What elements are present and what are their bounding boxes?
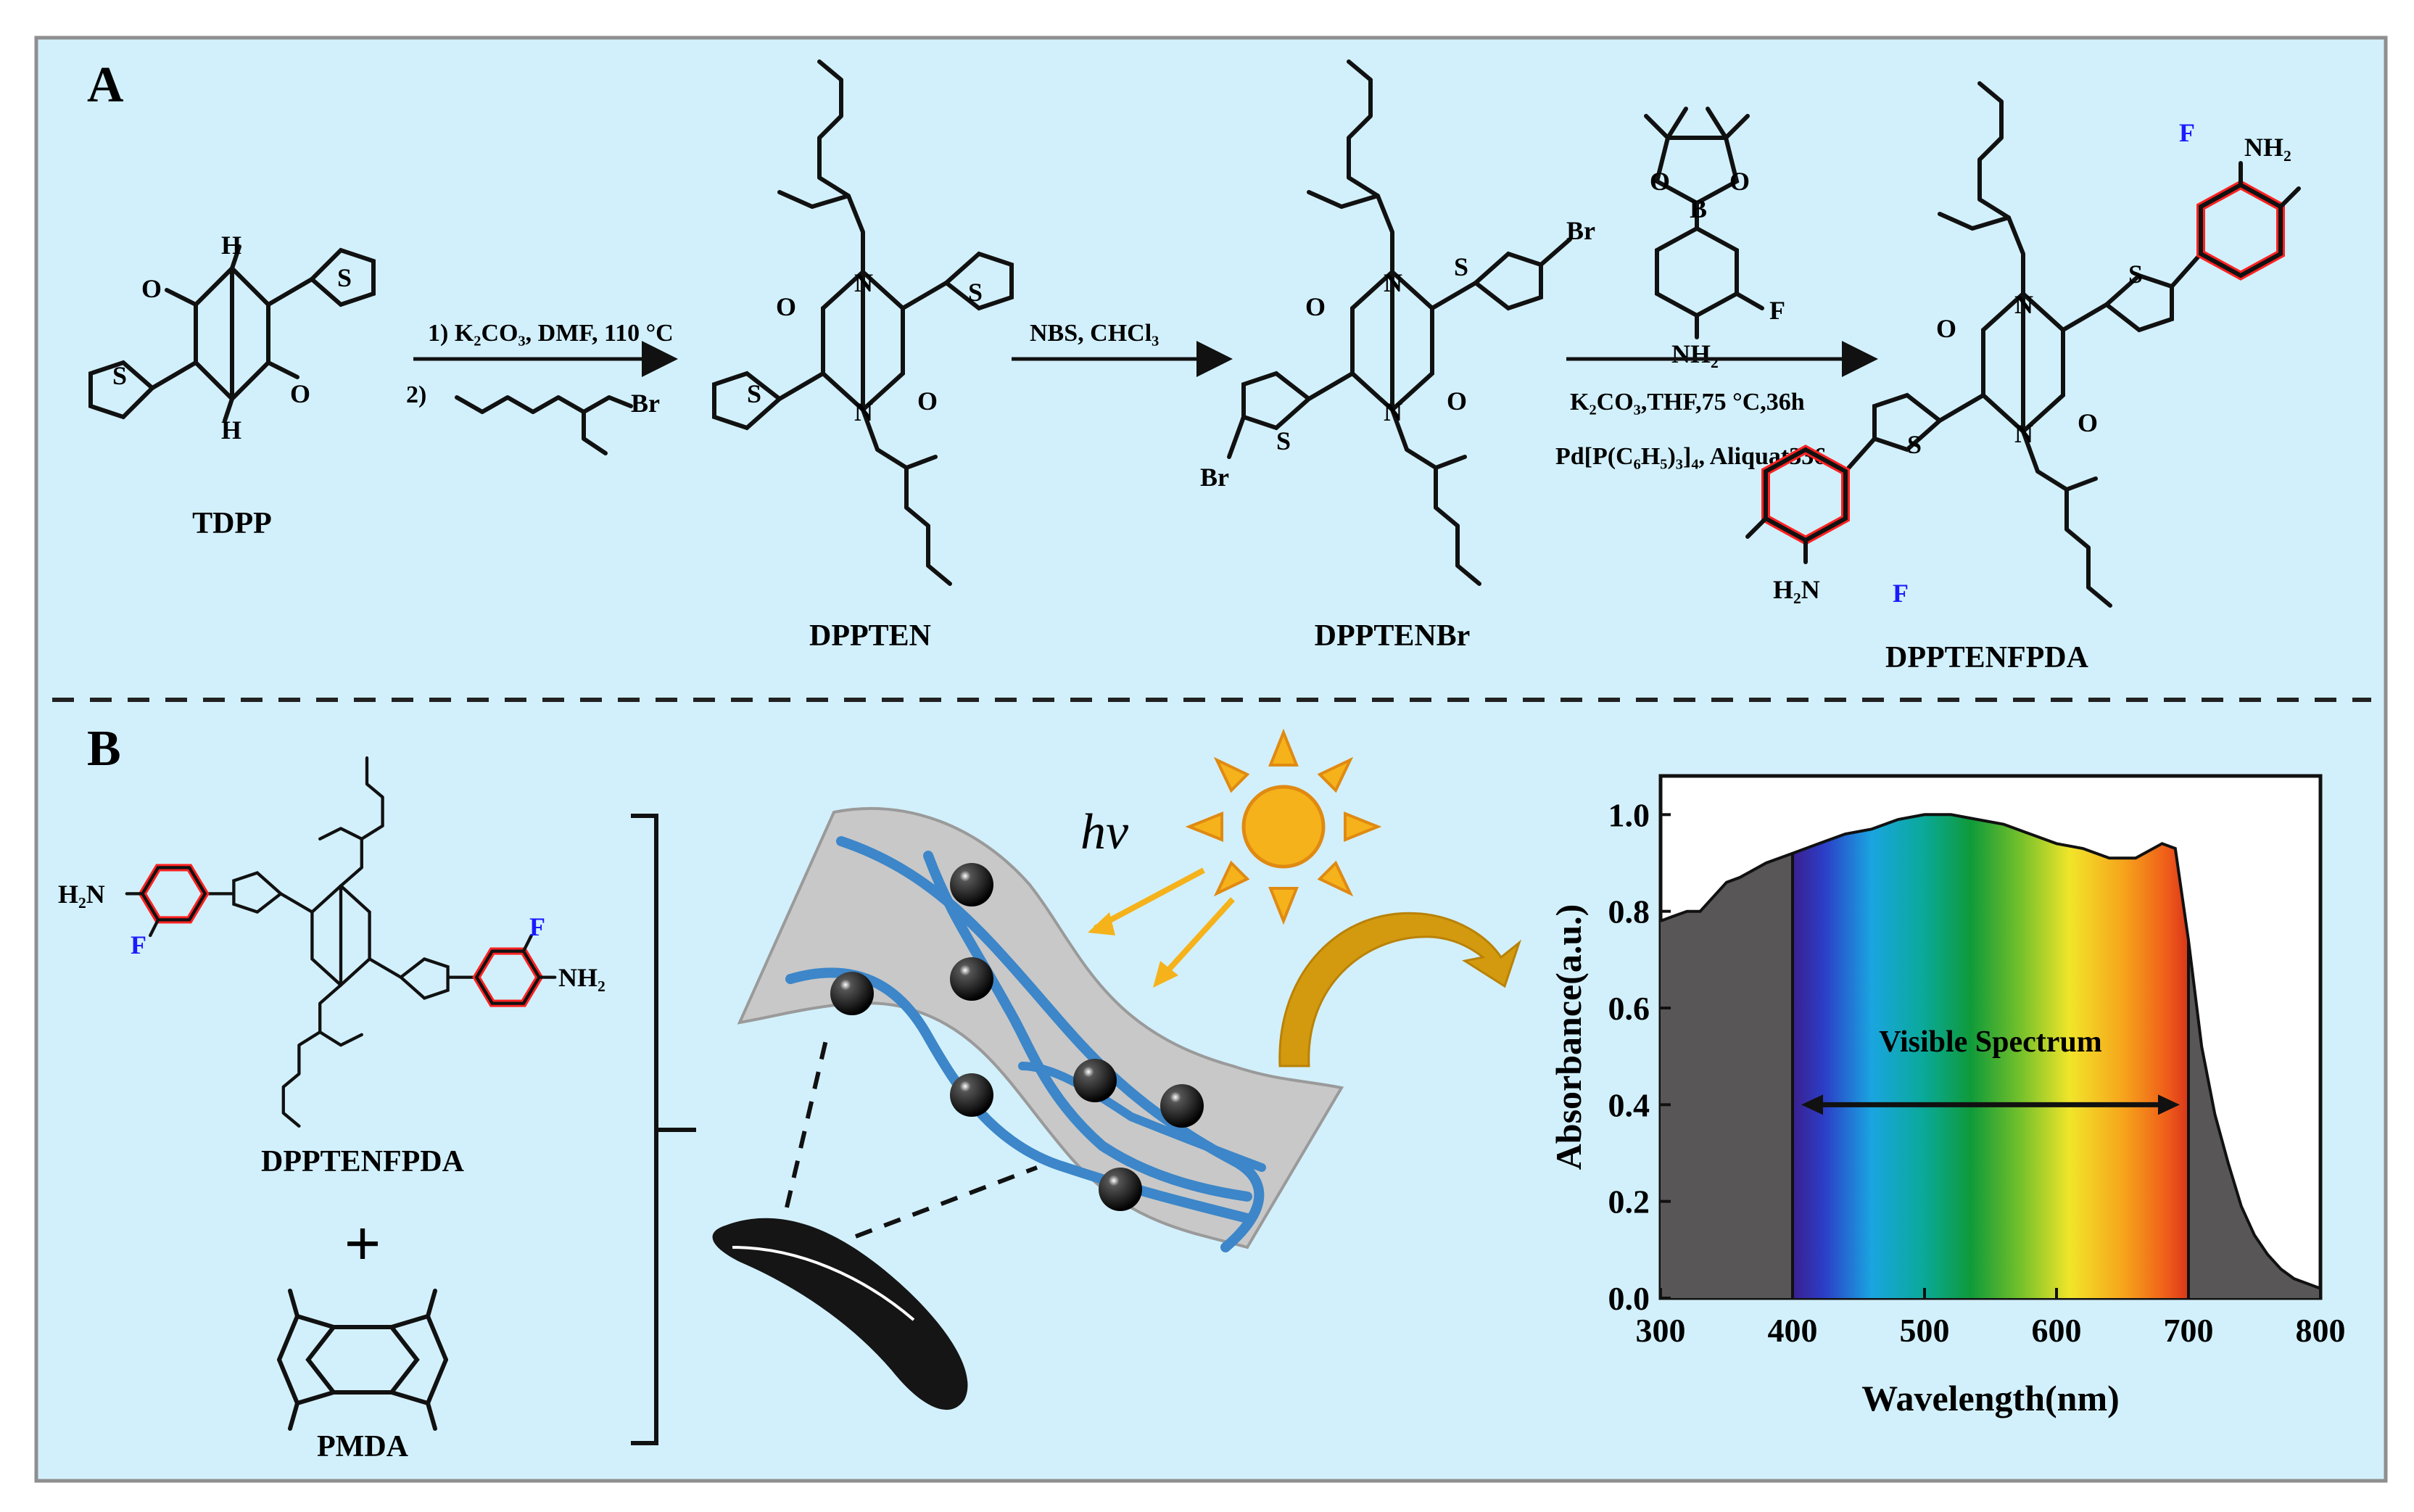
dpptenfpda-h2n: H₂N: [1773, 575, 1820, 604]
light-ray-2: [1158, 897, 1235, 981]
dppten-label: DPPTEN: [809, 619, 931, 653]
monomer2-structure: [277, 1289, 448, 1431]
tdpp-s2: S: [112, 361, 127, 390]
dpptenfpda-f1: F: [2179, 118, 2195, 147]
x-axis-label: Wavelength(nm): [1861, 1378, 2120, 1418]
reagent-o2: O: [1729, 167, 1750, 196]
y-tick-label: 0.4: [1608, 1086, 1650, 1123]
particle-2: [950, 957, 993, 1001]
absorbance-chart: 300 400 500 600 700 800 0.0 0.2 0.4 0.6 0.8 1.0 Vis…: [1548, 774, 2346, 1418]
dpptenbr-s2: S: [1276, 426, 1291, 455]
hv-label: hν: [1080, 804, 1129, 860]
light-ray-2-head: [1153, 961, 1178, 988]
dpptenbr-structure: [1227, 59, 1572, 586]
reagent-b: B: [1690, 194, 1707, 223]
tdpp-structure: [88, 244, 376, 423]
x-tick-label: 500: [1900, 1312, 1950, 1349]
dpptenfpda-structure: [1745, 81, 2301, 608]
dpptenbr-label: DPPTENBr: [1315, 619, 1471, 653]
dpptenfpda-n1: N: [2014, 290, 2033, 319]
tdpp-h2: H: [221, 416, 241, 445]
tdpp-o1: O: [141, 274, 162, 303]
particle-4: [950, 1073, 993, 1117]
dpptenfpda-f2: F: [1893, 579, 1909, 608]
dpptenfpda-nh2: NH₂: [2244, 133, 2291, 162]
dppten-structure: [712, 59, 1014, 586]
dpptenbr-n1: N: [1384, 268, 1402, 297]
curved-arrow: [1278, 912, 1522, 1067]
step1-conditions: 1) K₂CO₃, DMF, 110 °C: [428, 320, 674, 347]
absorbance-line: [1661, 813, 2320, 1290]
visible-arrowhead-2: [2158, 1094, 2180, 1115]
dpptenfpda-label: DPPTENFPDA: [1885, 641, 2089, 674]
light-ray-1-head: [1088, 912, 1115, 935]
dpptenbr-o2: O: [1447, 387, 1467, 416]
film-ribbon: [712, 1218, 968, 1410]
monomer1-label: DPPTENFPDA: [261, 1145, 465, 1178]
particle-7: [1099, 1168, 1142, 1211]
monomer2-label: PMDA: [317, 1430, 409, 1463]
y-tick-label: 0.8: [1608, 893, 1650, 930]
zoom-line-2: [854, 1165, 1038, 1239]
step1-number: 2): [406, 381, 426, 408]
reagent-o1: O: [1650, 167, 1670, 196]
panel-a-letter: A: [87, 57, 124, 113]
dppten-s1: S: [968, 278, 983, 307]
dppten-n2: N: [854, 397, 873, 426]
boronate-reagent: [1644, 107, 1764, 339]
y-tick-label: 0.2: [1608, 1183, 1650, 1220]
sun-icon: [1185, 728, 1382, 925]
particle-5: [1073, 1059, 1117, 1102]
dppten-o2: O: [917, 387, 938, 416]
dpptenbr-s1: S: [1454, 252, 1468, 281]
x-tick-label: 600: [2032, 1312, 2082, 1349]
dpptenfpda-o2: O: [2078, 408, 2098, 437]
tdpp-h1: H: [221, 231, 241, 260]
y-tick-label: 0.6: [1608, 990, 1650, 1027]
tdpp-label: TDPP: [192, 507, 272, 540]
panel-b-letter: B: [87, 721, 121, 777]
dpptenbr-o1: O: [1305, 292, 1326, 321]
monomer1-structure: [125, 756, 557, 1128]
monomer1-nh2: NH₂: [558, 963, 605, 992]
plus-sign: +: [344, 1208, 381, 1280]
step1-br: Br: [631, 389, 660, 418]
particle-6: [1160, 1084, 1204, 1128]
particle-3: [830, 972, 874, 1015]
step3-conditions-1: K₂CO₃,THF,75 °C,36h: [1570, 389, 1805, 416]
reagent-nh2: NH₂: [1671, 339, 1719, 368]
tdpp-o2: O: [290, 379, 310, 408]
monomer1-h2n: H₂N: [58, 880, 105, 909]
reagent-f: F: [1769, 296, 1785, 325]
dpptenbr-br1: Br: [1566, 216, 1595, 245]
particle-1: [950, 863, 993, 906]
x-tick-label: 400: [1768, 1312, 1818, 1349]
dppten-o1: O: [776, 292, 796, 321]
dppten-s2: S: [747, 379, 761, 408]
monomer1-f2: F: [529, 912, 545, 941]
dpptenfpda-n2: N: [2014, 419, 2033, 448]
y-tick-label: 1.0: [1608, 796, 1650, 833]
y-tick-label: 0.0: [1608, 1280, 1650, 1317]
dpptenfpda-s1: S: [2128, 260, 2143, 289]
y-axis-label: Absorbance(a.u.): [1548, 904, 1589, 1170]
dpptenfpda-s2: S: [1907, 430, 1922, 459]
x-tick-label: 700: [2164, 1312, 2214, 1349]
tdpp-s1: S: [337, 263, 352, 292]
bromoalkyl-reagent: [455, 395, 633, 414]
x-tick-label: 300: [1636, 1312, 1686, 1349]
dppten-n1: N: [854, 268, 873, 297]
light-ray-1: [1094, 867, 1205, 931]
visible-band: [1793, 814, 2188, 1298]
step2-conditions: NBS, CHCl₃: [1030, 320, 1159, 347]
polymer-chain-4: [1018, 1062, 1266, 1172]
dpptenbr-n2: N: [1384, 397, 1402, 426]
visible-spectrum-label: Visible Spectrum: [1879, 1025, 2102, 1059]
monomer1-f1: F: [131, 930, 146, 959]
visible-arrowhead-1: [1801, 1094, 1823, 1115]
x-tick-label: 800: [2296, 1312, 2346, 1349]
dpptenbr-br2: Br: [1200, 463, 1229, 492]
dpptenfpda-o1: O: [1936, 314, 1956, 343]
